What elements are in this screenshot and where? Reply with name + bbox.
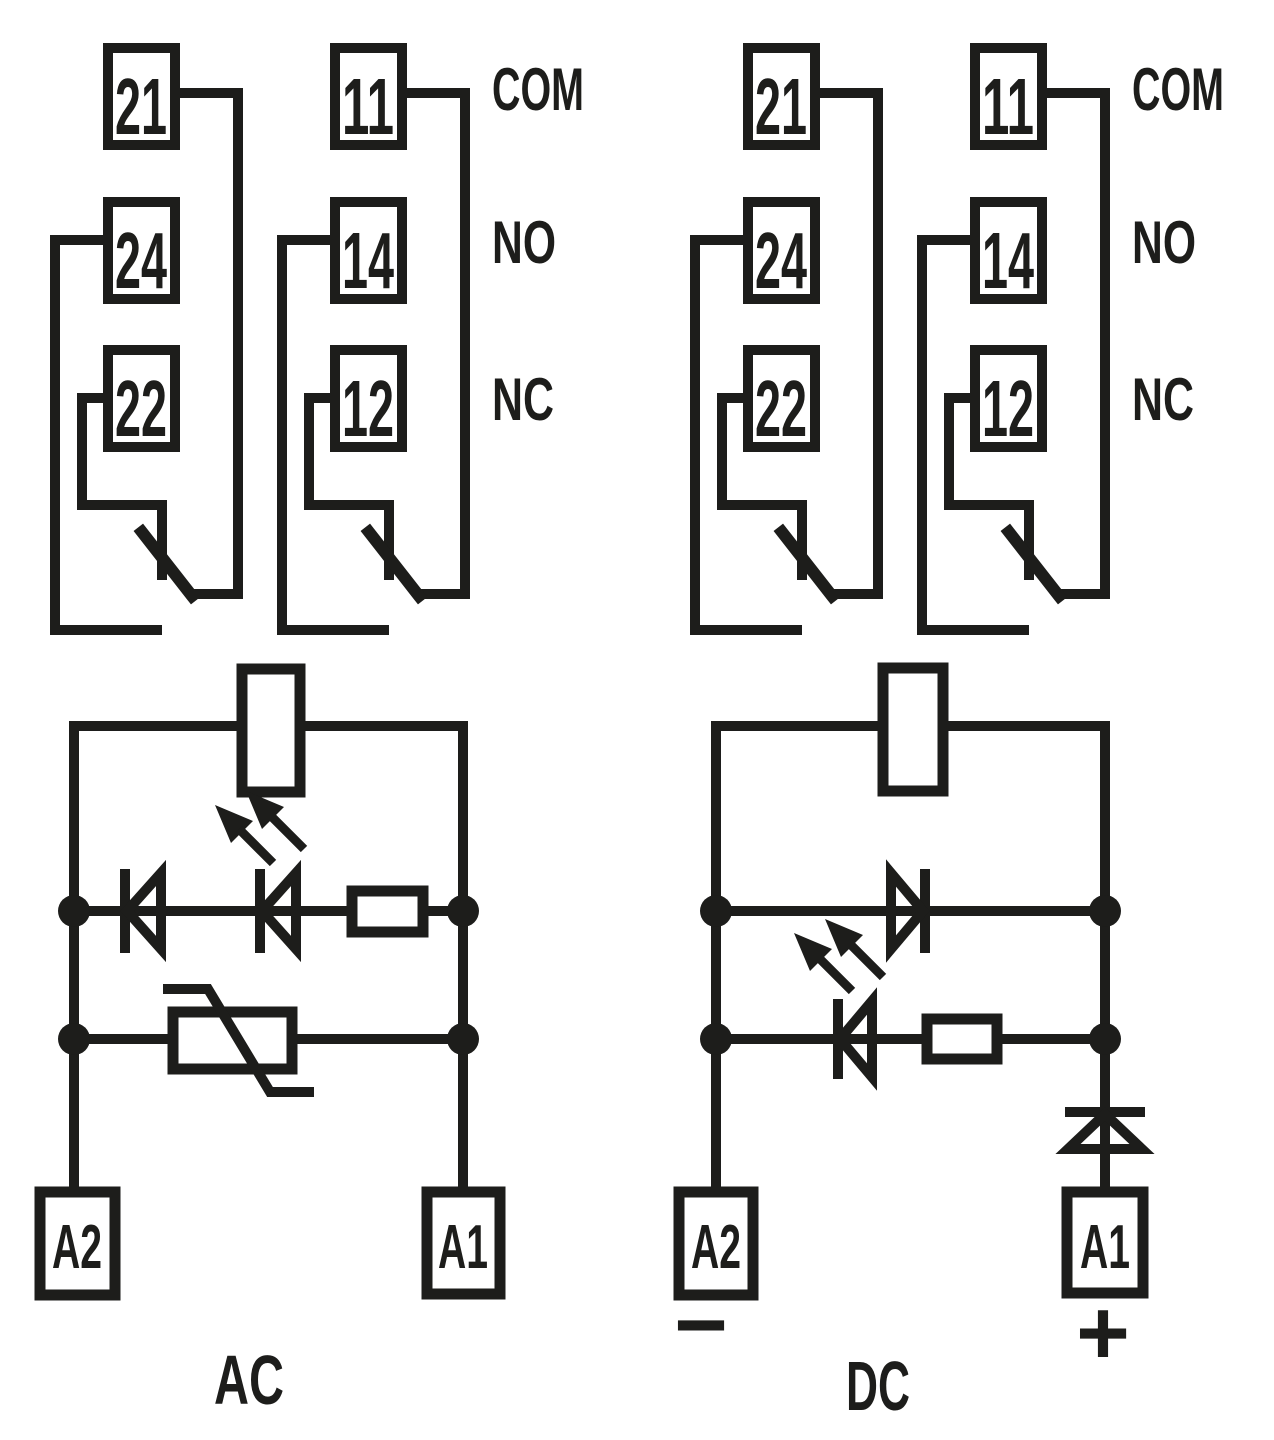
terminal-label: 12 [342, 364, 394, 453]
terminal-label: 21 [115, 62, 167, 151]
diode-triangle [1055, 1107, 1155, 1154]
plus-polarity-sign: + [1076, 1282, 1130, 1384]
series-diode [1055, 1107, 1155, 1154]
diode [886, 859, 930, 963]
junction-dot [447, 1023, 479, 1055]
terminal-label: 12 [982, 364, 1034, 453]
terminal-label-a2: A2 [691, 1213, 741, 1282]
terminal-label: 24 [755, 216, 807, 305]
contact-diagram-right: 21 24 22 11 14 12 COM NO NC [695, 48, 1224, 630]
terminal-label-a2: A2 [52, 1213, 102, 1282]
resistor [346, 885, 429, 938]
junction-dot [58, 895, 90, 927]
led-triangle [833, 987, 877, 1091]
dc-coil-circuit: A2 A1 − + DC [673, 662, 1155, 1425]
terminal-box-a2 [34, 1186, 121, 1301]
nc-label: NC [1132, 366, 1194, 433]
com-label: COM [1132, 56, 1224, 123]
terminal-box-a1 [421, 1186, 506, 1300]
contact-diagram-left: 21 24 22 11 14 12 COM NO NC [55, 48, 584, 630]
terminal-box-a2 [673, 1186, 759, 1301]
terminal-label: 14 [342, 216, 394, 305]
led [794, 919, 883, 1091]
ac-caption: AC [214, 1341, 284, 1419]
diode-triangle [120, 859, 166, 963]
nc-label: NC [492, 366, 554, 433]
terminal-label: 22 [115, 364, 167, 453]
terminal-label: 11 [982, 62, 1034, 151]
terminal-box-a1 [1061, 1186, 1149, 1299]
relay-coil [877, 662, 949, 797]
varistor-body [167, 1006, 298, 1075]
junction-dot [1089, 1023, 1121, 1055]
resistor [921, 1013, 1003, 1065]
led [215, 791, 304, 963]
junction-dot [700, 895, 732, 927]
terminal-label-a1: A1 [438, 1213, 488, 1282]
junction-dot [700, 1023, 732, 1055]
terminal-label: 22 [755, 364, 807, 453]
ac-coil-circuit: A2 A1 AC [34, 663, 506, 1419]
no-label: NO [492, 209, 556, 276]
terminal-label-a1: A1 [1080, 1213, 1130, 1282]
diode [120, 859, 166, 963]
no-label: NO [1132, 209, 1196, 276]
relay-coil [236, 663, 306, 798]
junction-dot [1089, 895, 1121, 927]
junction-dot [447, 895, 479, 927]
terminal-label: 21 [755, 62, 807, 151]
diode-triangle [886, 859, 930, 963]
led-triangle [255, 859, 301, 963]
minus-polarity-sign: − [674, 1274, 728, 1376]
varistor-stroke [163, 984, 314, 1097]
terminal-label: 24 [115, 216, 167, 305]
com-label: COM [492, 56, 584, 123]
terminal-label: 14 [982, 216, 1034, 305]
dc-caption: DC [846, 1347, 910, 1425]
junction-dot [58, 1023, 90, 1055]
terminal-label: 11 [342, 62, 394, 151]
varistor [163, 984, 314, 1097]
